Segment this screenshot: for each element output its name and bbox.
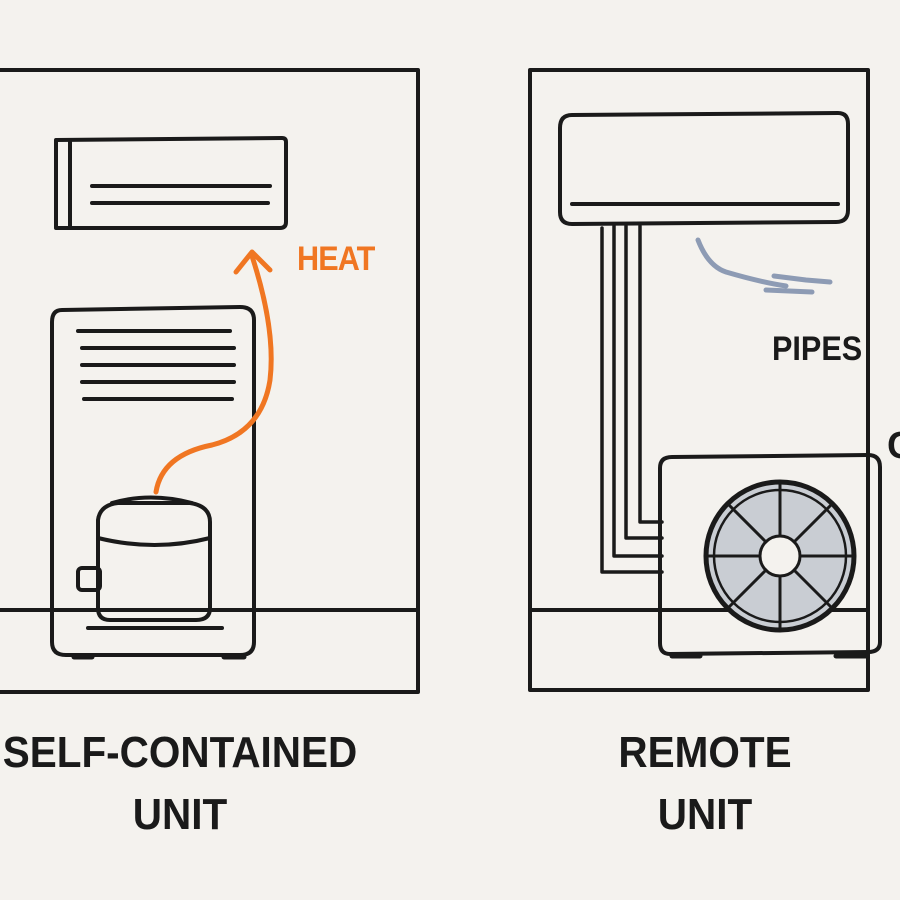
pipes-label: PIPES [772, 330, 863, 368]
self-contained-caption-line2: UNIT [132, 790, 228, 839]
compressor-icon [76, 495, 224, 630]
remote-caption-line2: UNIT [657, 790, 753, 839]
refrigerant-pipes-icon [600, 224, 664, 574]
right-panel [528, 68, 882, 692]
condenser-fan-icon [658, 453, 882, 659]
left-panel [0, 68, 420, 694]
left-wall-ac-icon [54, 136, 288, 230]
self-contained-caption: SELF-CONTAINED UNIT [1, 722, 360, 846]
remote-caption: REMOTE UNIT [590, 722, 820, 846]
left-room-frame [0, 68, 420, 694]
right-room-frame [528, 68, 870, 692]
remote-caption-line1: REMOTE [618, 728, 792, 777]
heat-arrow-icon [153, 249, 274, 495]
clipped-edge-label: C [887, 425, 900, 468]
self-contained-unit-icon [50, 305, 256, 660]
airflow-icon [695, 237, 833, 295]
heat-label: HEAT [297, 240, 375, 278]
right-wall-ac-icon [558, 111, 850, 226]
self-contained-caption-line1: SELF-CONTAINED [2, 728, 358, 777]
